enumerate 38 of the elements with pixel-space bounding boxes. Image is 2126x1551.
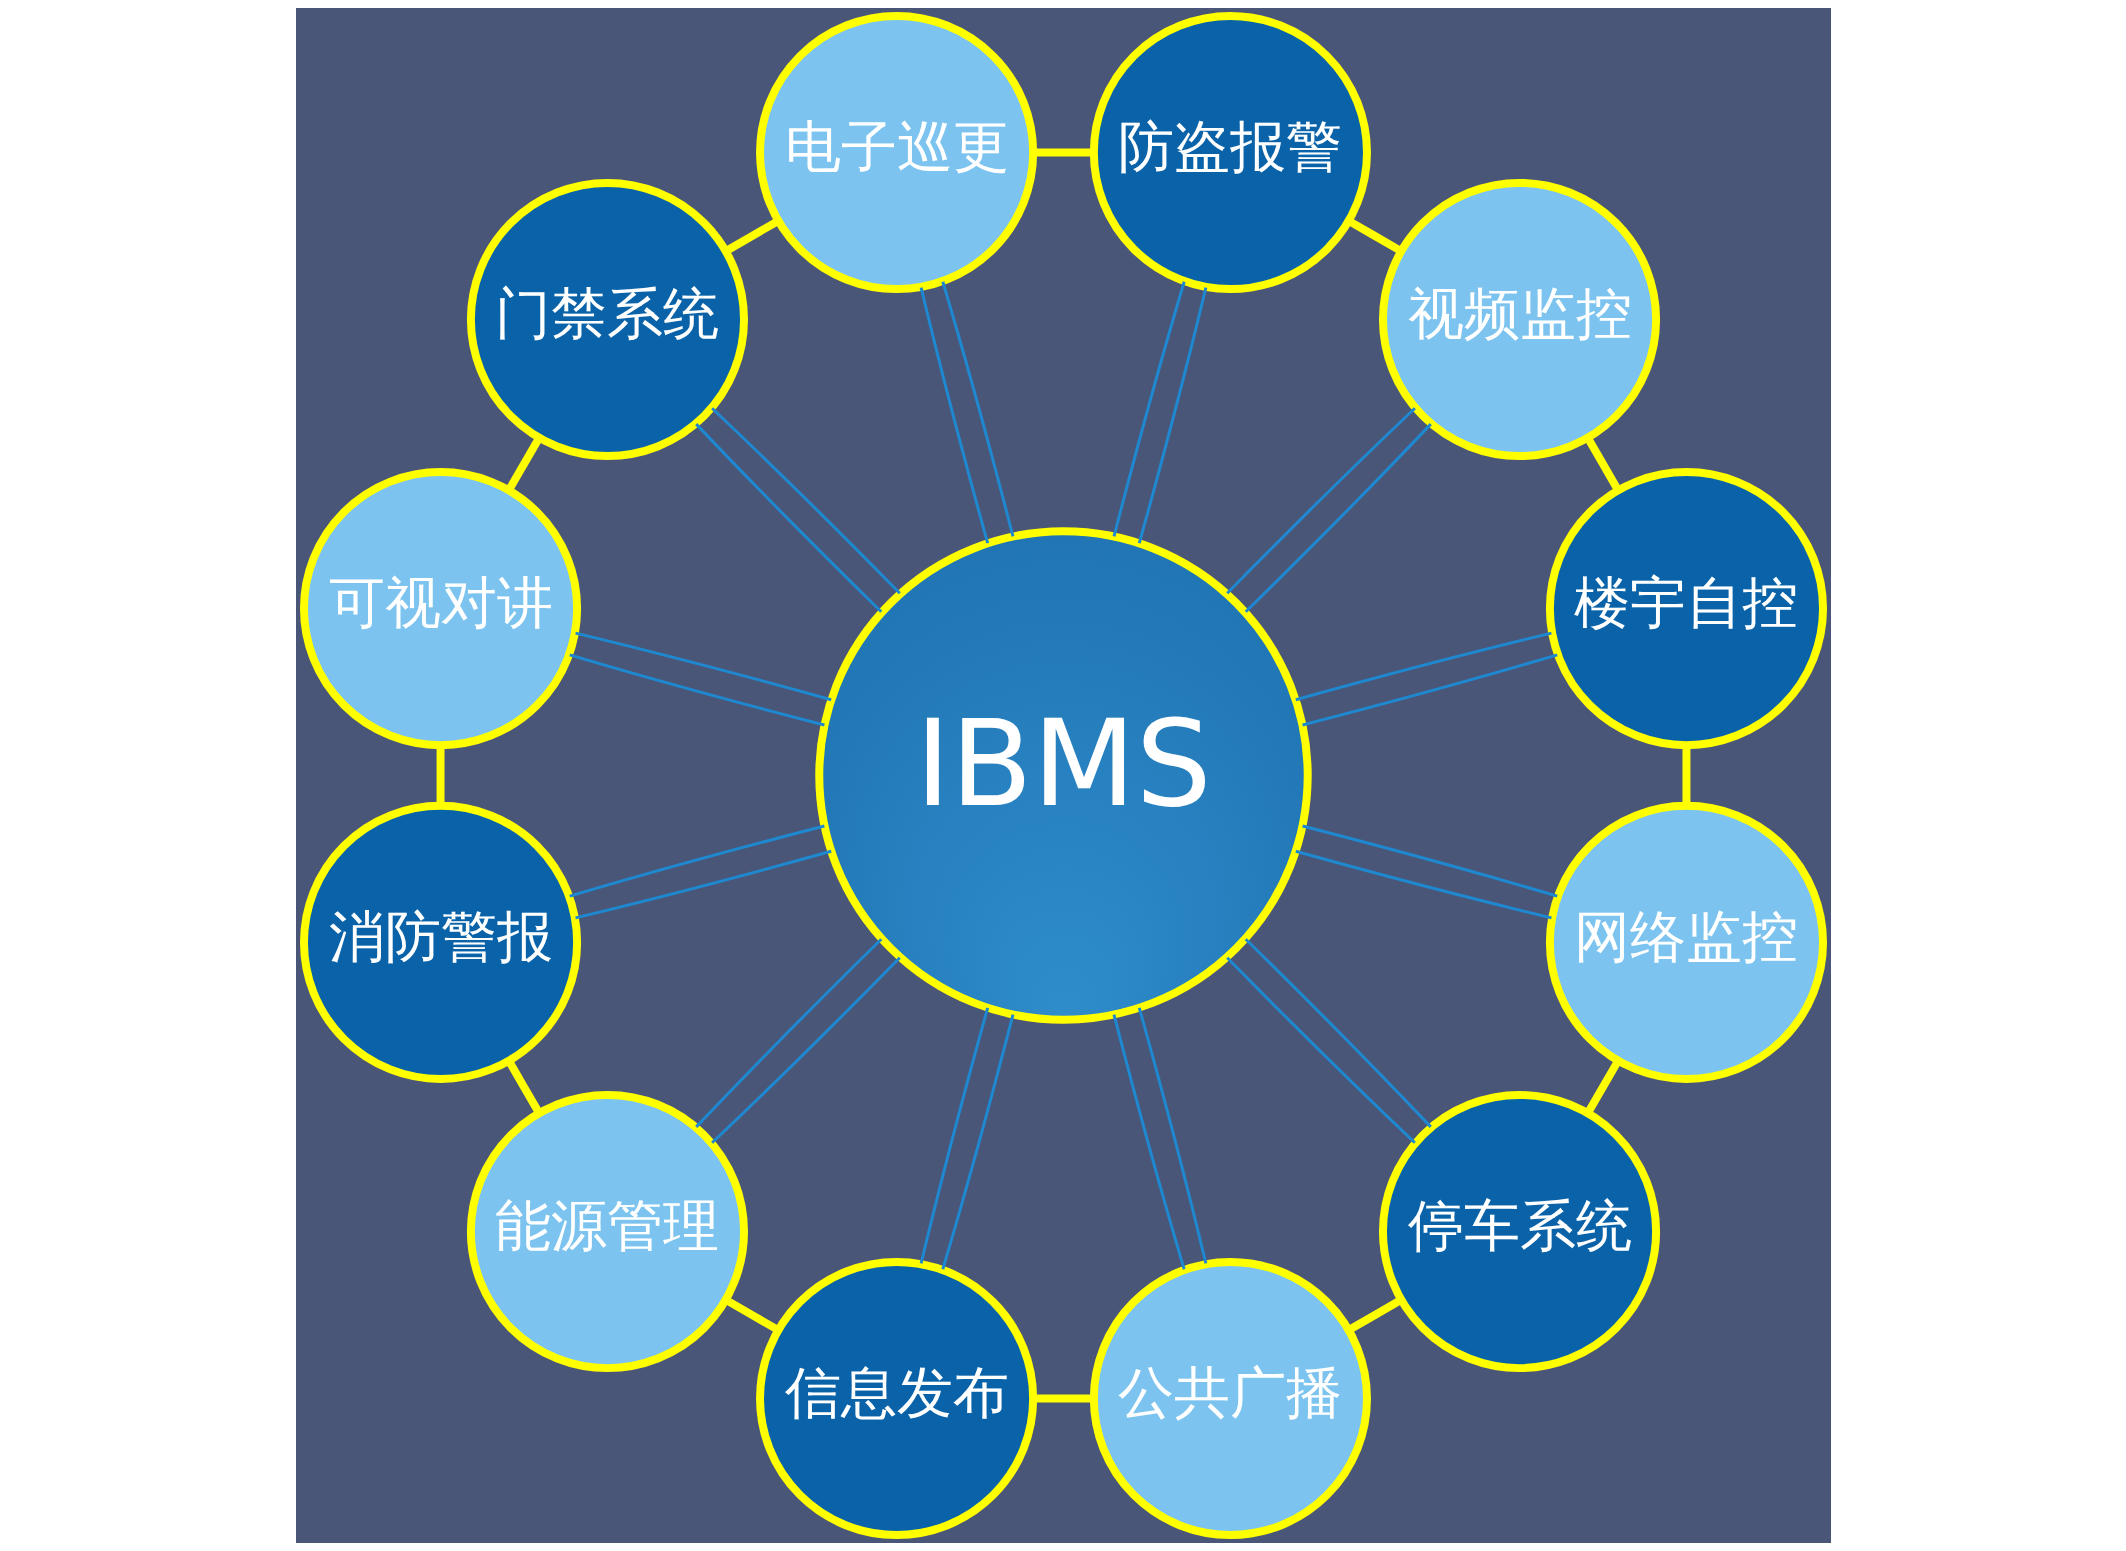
node-circle: 电子巡更	[755, 12, 1037, 294]
node-circle: 门禁系统	[466, 178, 748, 461]
node-circle: 防盗报警	[1089, 12, 1371, 294]
connector	[1244, 938, 1432, 1128]
node-circle: 能源管理	[466, 1091, 748, 1373]
connector	[1112, 281, 1186, 537]
connector	[710, 407, 901, 595]
connector	[1301, 653, 1558, 727]
connector	[568, 653, 825, 727]
connector	[1294, 631, 1552, 702]
node-circle: 消防警报	[299, 801, 581, 1083]
connector	[940, 1014, 1014, 1270]
connector	[940, 281, 1014, 537]
connector	[1225, 407, 1416, 595]
connector	[568, 824, 825, 898]
connector	[1112, 1014, 1186, 1270]
connector	[1301, 824, 1558, 898]
connector	[1294, 849, 1552, 920]
node-circle: 网络监控	[1545, 801, 1827, 1083]
connector	[1137, 287, 1207, 544]
connector	[574, 631, 832, 702]
node-circle: 停车系统	[1378, 1091, 1660, 1373]
connector	[1225, 956, 1416, 1144]
connector	[694, 423, 882, 613]
connector	[1244, 423, 1432, 613]
connector	[1032, 1394, 1093, 1403]
connector	[919, 287, 989, 544]
node-circle: 可视对讲	[299, 468, 581, 750]
node-circle: 视频监控	[1378, 178, 1660, 461]
node-circle: 楼宇自控	[1545, 468, 1827, 750]
connector	[919, 1007, 989, 1264]
connector	[710, 956, 901, 1144]
node-circle: 信息发布	[755, 1257, 1037, 1539]
connector	[694, 938, 882, 1128]
connector	[574, 849, 832, 920]
node-circle: 公共广播	[1089, 1257, 1371, 1539]
node-circle: IBMS	[814, 527, 1312, 1024]
connector	[1137, 1007, 1207, 1264]
